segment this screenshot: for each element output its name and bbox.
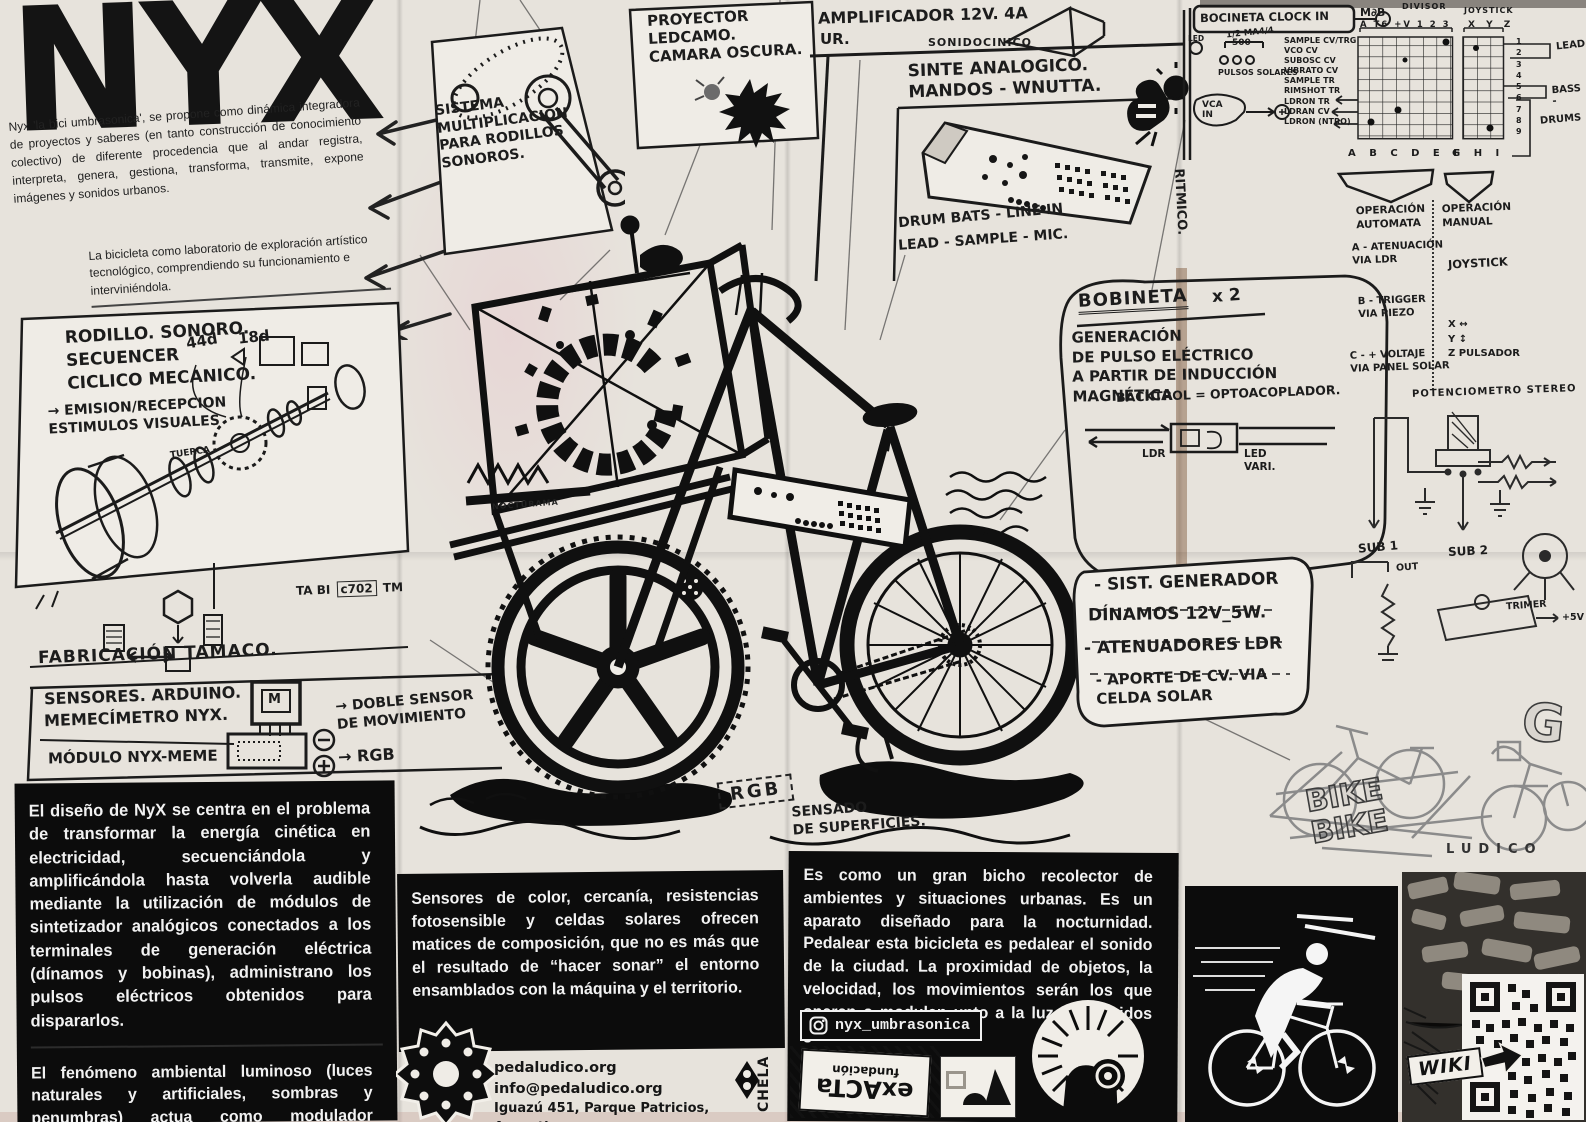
foa-logo-box [940,1056,1016,1118]
generador-line4: - APORTE DE CV. VIA CELDA SOLAR [1095,665,1268,708]
gear-18d-label: 18d [237,326,271,348]
sensores-panel-sketch [26,672,503,782]
proyector-panel-sketch [628,0,820,150]
qr-code [1462,974,1584,1120]
matrix-pulse-note3: PULSOS SOLARES [1218,68,1298,77]
matrix-row-label: LDRAN CV [1284,106,1330,116]
rodillo-panel-sketch [14,301,410,672]
amplificador-ur-note: UR. [820,30,850,48]
generador-line2: DÍNAMOS 12V_5W. [1087,602,1267,626]
matrix-row-label: RIMSHOT TR [1284,86,1341,96]
g-mark-graffiti: G [1518,691,1568,757]
ldr-label: LDR [1142,448,1166,460]
operacion-manual-title: OPERACIÓN MANUAL [1441,200,1512,229]
matrix-led-label: LED [1188,34,1205,43]
instagram-badge: nyx_umbrasonica [800,1010,983,1041]
sub2-label: SUB 2 [1447,542,1489,560]
operacion-block-arrows-icon [1336,168,1495,204]
synth-box-sketch [921,121,1152,225]
ludico-label: LUDICO [1446,842,1543,857]
matrix-row-label: LDRON (NTRO) [1284,116,1351,126]
plus5v-label: +5V [1562,612,1584,623]
foa-logo-shapes [946,1069,1011,1105]
exacta-stamp: exACTa fundación [798,1048,932,1118]
matrix-pulse-note2: 500 [1232,38,1251,48]
sonidocinico-label: SONIDOCINICO [928,36,1032,49]
matrix-row-label: SUBOSC CV [1284,56,1336,66]
generador-box-sketch [1072,556,1314,728]
exacta-fundacion: fundación [831,1062,900,1080]
operacion-auto-title: OPERACIÓN AUTOMATA [1355,202,1426,231]
matrix-row-label: VCO CV [1284,46,1318,56]
pedaludico-gear-logo [396,1020,496,1122]
matrix-row-label: LDRON TR [1284,96,1330,106]
squatting-figure-icon [1127,62,1190,147]
matrix-vca-label: VCA IN [1202,100,1223,121]
operacion-divider [1432,200,1434,390]
chela-logo-icon [735,1061,759,1099]
wiki-text: WIKI [1406,1047,1484,1086]
matrix-mode-header: M∂B [1360,6,1386,19]
sistema-panel-sketch [430,26,625,256]
patch-matrix-sketch [1182,4,1551,160]
sensores-statement-text: Sensores de color, cercanía, resistencia… [411,886,760,1001]
matrix-cols1-header: A T6 +V 1 2 3 [1360,20,1451,30]
cyclist-silhouette [1193,914,1376,1107]
statement-divider [30,1043,383,1049]
proyector-note: PROYECTOR LEDCAMO. CAMARA OSCURA. [646,6,803,66]
matrix-letters-row2: G H I [1452,148,1505,159]
matrix-row-label: VIBRATO CV [1284,66,1339,76]
bike-trailer-sketch [1269,724,1586,858]
ambient-statement-text: El fenómeno ambiental luminoso (luces na… [30,1061,373,1122]
instagram-handle: nyx_umbrasonica [835,1017,971,1034]
contact-address: Iguazú 451, Parque Patricios, Argentina. [494,1101,710,1122]
photographer-logo [1032,1000,1144,1122]
matrix-output-numbers: 1 2 3 4 5 6 7 8 9 [1516,37,1522,137]
modulo-note: MÓDULO NYX-MEME [47,746,218,768]
bobineta-x2-label: x 2 [1211,285,1242,307]
operacion-xyz-list: X ↔ Y ↕ Z PULSADOR [1448,319,1520,359]
contact-website: pedaludico.org [494,1060,617,1076]
matrix-row-labels: SAMPLE CV/TRG VCO CV SUBOSC CV VIBRATO C… [1284,36,1360,126]
matrix-divisor-header: DIVISOR [1402,2,1447,11]
potenciometro-sketch [1351,411,1575,661]
matrix-row-label: SAMPLE CV/TRG [1284,36,1357,45]
bicycle-illustration [419,215,1084,846]
operacion-item-a: A - ATENUACIÓN VIA LDR [1351,239,1444,267]
rodillo-title-note: RODILLO. SONORO. SECUENCER CICLICO MECAN… [64,318,257,394]
wiki-arrow-icon [1480,1042,1524,1075]
cyclist-panel [1185,886,1398,1122]
matrix-out-bass-label: BASS - [1551,83,1582,108]
chela-logo-text: CHELA [756,1055,772,1112]
exacta-name: exACTa [815,1072,915,1106]
contact-email: info@pedaludico.org [494,1081,663,1098]
sinte-note: SINTE ANALOGICO. MANDOS - WNUTTA. [907,55,1102,103]
ta-bi-code: c702 [336,580,377,598]
out-label: OUT [1395,561,1419,574]
matrix-clock-label: BOCINETA CLOCK IN [1199,8,1330,26]
contact-block: pedaludico.org info@pedaludico.org Iguaz… [494,1058,744,1122]
design-statement-box: El diseño de NyX se centra en el problem… [14,780,398,1122]
cobblestone-panel [1402,872,1586,1122]
rgb-out-note: → RGB [337,744,396,767]
wiki-label: WIKI [1406,1039,1525,1089]
matrix-joystick-header: JOYSTICK [1464,6,1514,15]
speaker-cone-icon [1002,6,1106,58]
design-statement-text: El diseño de NyX se centra en el problem… [28,798,372,1031]
led-vari-label: LED VARI. [1244,448,1276,473]
matrix-row-label: SAMPLE TR [1284,76,1335,86]
monitor-m-label: M [268,692,281,707]
bike-bike-graffiti: BIKE BIKE [1302,771,1392,852]
ta-bi-prefix: TA BI [295,582,331,598]
bobineta-blob-sketch [1059,274,1389,588]
instagram-icon [809,1016,828,1035]
matrix-letters-row1: A B C D E F [1348,148,1466,159]
matrix-cols2-header: X Y Z [1468,20,1515,30]
